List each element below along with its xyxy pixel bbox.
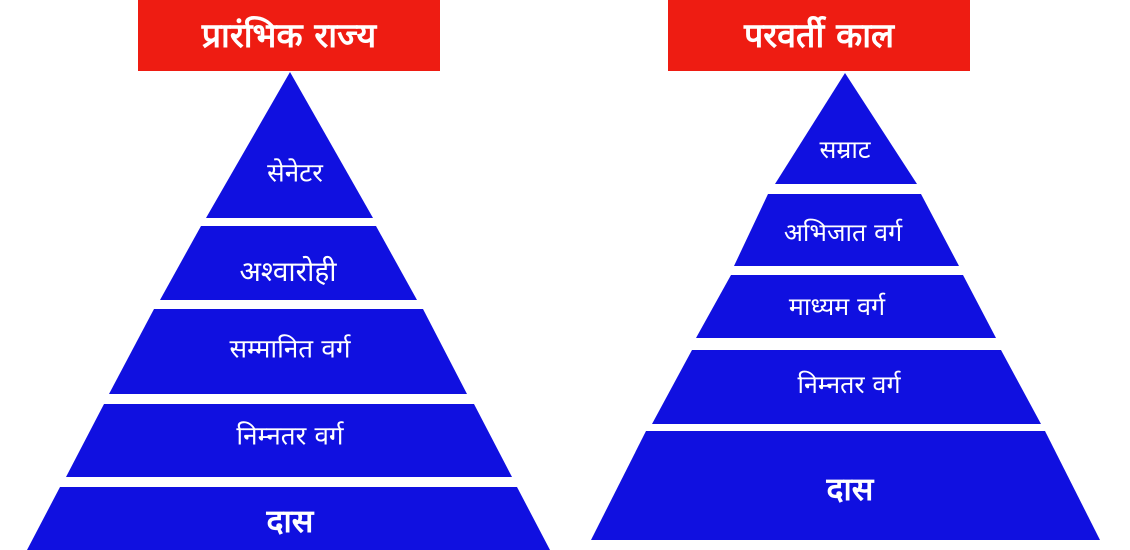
left-tier-2-label: अश्वारोही xyxy=(240,255,338,288)
left-tier-5-label: दास xyxy=(266,502,315,540)
right-tier-5: दास xyxy=(591,431,1100,540)
left-tier-2: अश्वारोही xyxy=(160,226,417,300)
right-tier-1-label: सम्राट xyxy=(820,135,871,164)
right-tier-5-label: दास xyxy=(826,470,875,508)
left-pyramid-title: प्रारंभिक राज्य xyxy=(138,0,440,71)
left-tier-4: निम्नतर वर्ग xyxy=(66,404,512,477)
right-tier-3: माध्यम वर्ग xyxy=(696,275,996,338)
left-tier-3: सम्मानित वर्ग xyxy=(109,309,467,394)
right-tier-1: सम्राट xyxy=(775,73,917,184)
right-tier-2: अभिजात वर्ग xyxy=(734,194,959,266)
left-pyramid: सेनेटर अश्वारोही सम्मानित वर्ग निम्नतर व… xyxy=(27,72,550,550)
left-tier-1: सेनेटर xyxy=(206,72,373,218)
right-pyramid-title: परवर्ती काल xyxy=(668,0,970,71)
right-tier-2-label: अभिजात वर्ग xyxy=(784,218,903,247)
left-tier-3-label: सम्मानित वर्ग xyxy=(230,334,352,365)
right-pyramid: सम्राट अभिजात वर्ग माध्यम वर्ग निम्नतर व… xyxy=(591,73,1100,540)
left-tier-1-label: सेनेटर xyxy=(267,158,324,189)
left-tier-4-label: निम्नतर वर्ग xyxy=(236,421,344,452)
right-tier-4: निम्नतर वर्ग xyxy=(652,350,1041,424)
right-tier-3-label: माध्यम वर्ग xyxy=(789,292,886,321)
right-tier-4-label: निम्नतर वर्ग xyxy=(797,370,901,399)
left-tier-5: दास xyxy=(27,487,550,550)
